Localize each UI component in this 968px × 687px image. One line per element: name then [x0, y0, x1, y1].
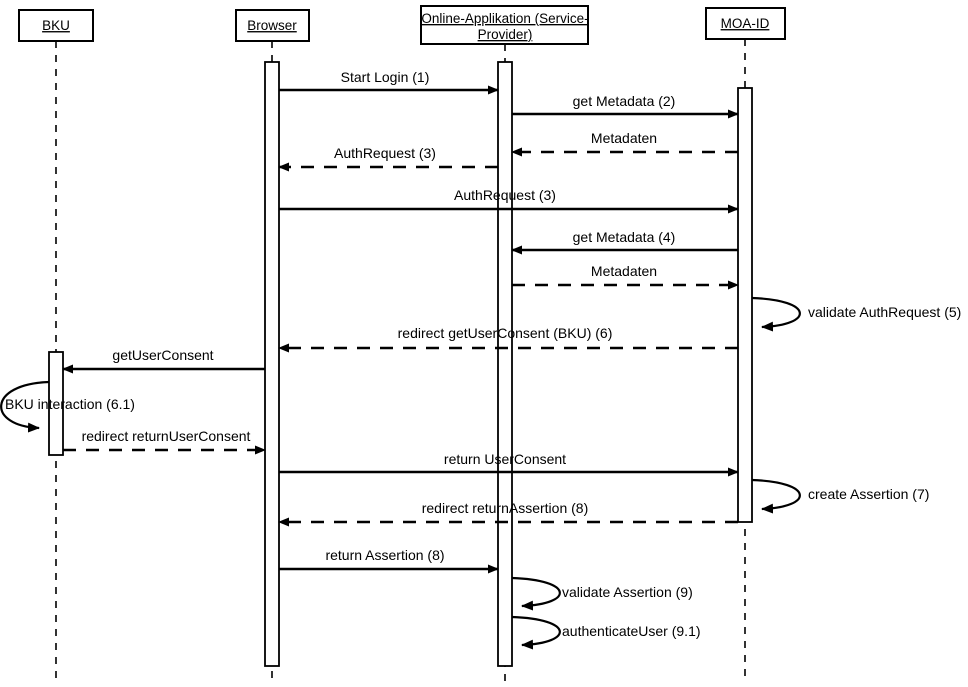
- message-5: AuthRequest (3): [279, 187, 739, 214]
- message-label-2: get Metadata (2): [573, 93, 676, 109]
- self-message-loop-15: [0, 380, 50, 433]
- messages-group: Start Login (1) get Metadata (2) Metadaten…: [62, 69, 739, 574]
- activations-group: [48, 61, 753, 667]
- activation-bar-sp: [497, 61, 513, 667]
- lifeline-bku: BKU: [18, 9, 94, 681]
- lifeline-label-moaid: MOA-ID: [721, 16, 770, 31]
- lifeline-label-bku: BKU: [42, 18, 70, 33]
- lifeline-moaid: MOA-ID: [705, 7, 786, 681]
- message-9: getUserConsent: [62, 347, 265, 374]
- lifeline-label-browser: Browser: [247, 18, 297, 33]
- self-message-loop-14: [751, 296, 801, 332]
- message-label-7: Metadaten: [591, 263, 657, 279]
- lifeline-box-sp: [420, 5, 589, 45]
- message-12: redirect returnAssertion (8): [278, 500, 738, 527]
- message-1: Start Login (1): [279, 69, 499, 95]
- message-8: redirect getUserConsent (BKU) (6): [278, 325, 738, 353]
- self-message-label-18: authenticateUser (9.1): [562, 623, 701, 639]
- message-7: Metadaten: [512, 263, 739, 290]
- self-message-loop-18: [511, 615, 561, 650]
- message-3: Metadaten: [511, 130, 738, 157]
- self-message-label-16: create Assertion (7): [808, 486, 929, 502]
- activation-bar-bku: [48, 351, 64, 456]
- message-label-6: get Metadata (4): [573, 229, 676, 245]
- message-label-8: redirect getUserConsent (BKU) (6): [398, 325, 613, 341]
- self-message-loop-17: [511, 576, 561, 611]
- self-message-label-14: validate AuthRequest (5): [808, 304, 961, 320]
- self-messages-group: validate AuthRequest (5) BKU interaction …: [0, 296, 961, 650]
- message-13: return Assertion (8): [279, 547, 499, 574]
- self-message-15: BKU interaction (6.1): [0, 380, 135, 433]
- message-label-11: return UserConsent: [444, 451, 566, 467]
- self-message-17: validate Assertion (9): [511, 576, 693, 611]
- self-message-14: validate AuthRequest (5): [751, 296, 961, 332]
- message-10: redirect returnUserConsent: [63, 428, 266, 455]
- message-label-4: AuthRequest (3): [334, 145, 436, 161]
- message-label-3: Metadaten: [591, 130, 657, 146]
- lifeline-sp: Online-Applikation (Service-Provider): [420, 5, 589, 681]
- self-message-16: create Assertion (7): [751, 478, 929, 514]
- message-label-12: redirect returnAssertion (8): [422, 500, 589, 516]
- self-message-18: authenticateUser (9.1): [511, 615, 701, 650]
- lifeline-box-browser: [235, 9, 310, 42]
- message-label-10: redirect returnUserConsent: [82, 428, 251, 444]
- self-message-label-17: validate Assertion (9): [562, 584, 693, 600]
- activation-bar-moaid: [737, 87, 753, 523]
- message-label-1: Start Login (1): [341, 69, 430, 85]
- message-2: get Metadata (2): [512, 93, 739, 119]
- message-label-9: getUserConsent: [112, 347, 213, 363]
- message-6: get Metadata (4): [511, 229, 738, 255]
- message-label-13: return Assertion (8): [325, 547, 444, 563]
- self-message-loop-16: [751, 478, 801, 514]
- activation-bar-browser: [264, 61, 280, 667]
- message-4: AuthRequest (3): [278, 145, 498, 172]
- message-11: return UserConsent: [279, 451, 739, 477]
- self-message-label-15: BKU interaction (6.1): [5, 396, 135, 412]
- message-label-5: AuthRequest (3): [454, 187, 556, 203]
- lifeline-label-sp: Online-Applikation (Service-Provider): [421, 11, 588, 42]
